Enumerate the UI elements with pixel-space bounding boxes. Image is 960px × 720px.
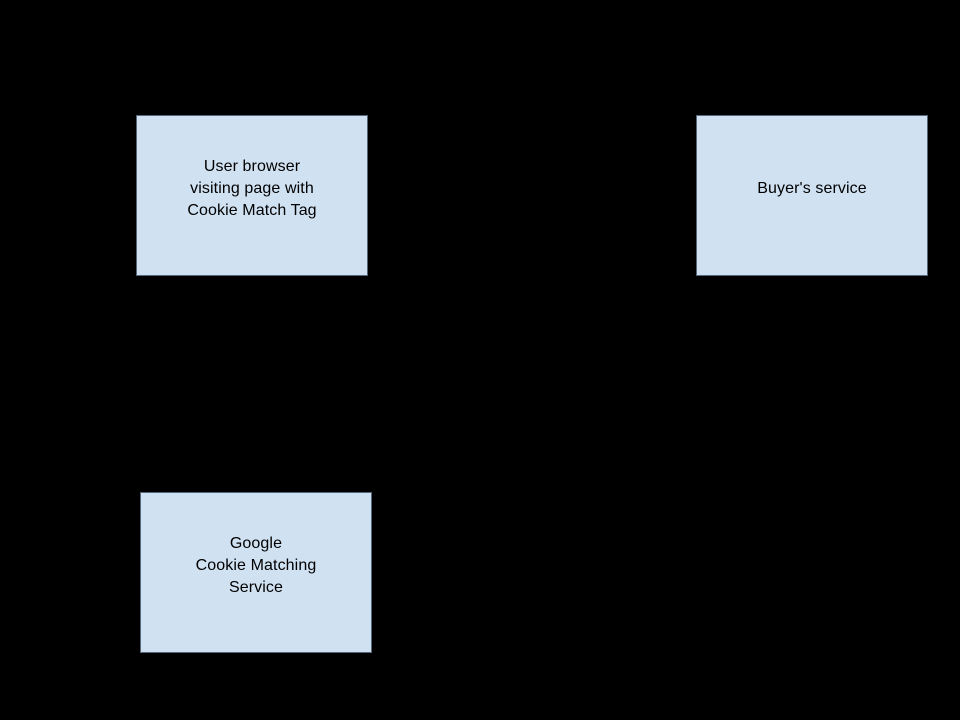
- node-user-browser-label: User browser visiting page with Cookie M…: [187, 157, 317, 219]
- node-buyers-service-label: Buyer's service: [757, 179, 867, 197]
- node-buyers-service[interactable]: Buyer's service: [696, 115, 928, 276]
- node-google-cookie-matching-service-label: Google Cookie Matching Service: [195, 534, 317, 596]
- node-user-browser[interactable]: User browser visiting page with Cookie M…: [136, 115, 368, 276]
- node-google-cookie-matching-service[interactable]: Google Cookie Matching Service: [140, 492, 372, 653]
